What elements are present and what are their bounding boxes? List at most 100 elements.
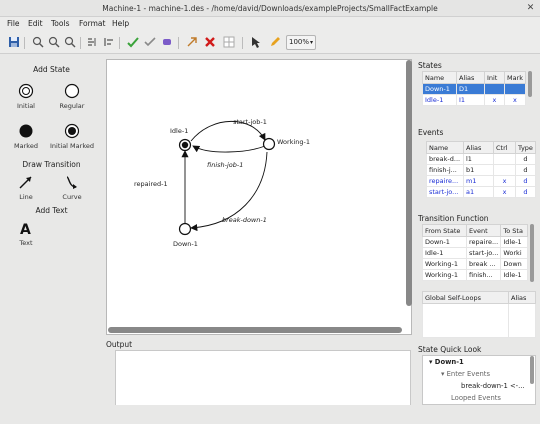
events-table[interactable]: Name Alias Ctrl Type break-d... l1 d fin… (426, 141, 536, 198)
export-icon[interactable] (185, 36, 199, 50)
menu-edit[interactable]: Edit (28, 19, 43, 28)
transition-scrollbar[interactable] (530, 224, 534, 282)
events-cell-ctrl: x (493, 186, 516, 198)
quick-look-looped[interactable]: Looped Events (451, 394, 501, 402)
table-row[interactable]: Down-1 D1 (422, 83, 527, 95)
events-cell-alias: l1 (463, 153, 494, 165)
zoom-select[interactable]: 100% ▾ (286, 35, 316, 50)
events-title: Events (418, 128, 444, 137)
initial-marked-state-icon (64, 123, 80, 139)
text-icon: A (20, 222, 31, 236)
controllability-icon[interactable] (143, 36, 157, 50)
states-cell-alias: I1 (455, 94, 485, 106)
self-loops-empty (422, 303, 509, 338)
tool-initial-label: Initial (17, 102, 35, 110)
simulate-icon[interactable] (160, 36, 174, 50)
events-col-ctrl[interactable]: Ctrl (493, 141, 516, 154)
tools-panel: Add State Initial Regular Marked Initial… (0, 55, 103, 405)
events-cell-ctrl (493, 153, 516, 165)
transition-table[interactable]: From State Event To Sta Down-1 repaire..… (422, 224, 528, 281)
menu-format[interactable]: Format (79, 19, 106, 28)
tool-marked-state[interactable]: Marked (8, 123, 44, 150)
tool-curve[interactable]: Curve (54, 174, 90, 201)
events-col-alias[interactable]: Alias (463, 141, 494, 154)
tool-initial-marked-state[interactable]: Initial Marked (50, 123, 94, 150)
events-col-name[interactable]: Name (426, 141, 464, 154)
toolbar (0, 32, 540, 54)
add-text-title: Add Text (35, 206, 68, 215)
events-cell-alias: a1 (463, 186, 494, 198)
events-col-type[interactable]: Type (515, 141, 536, 154)
grid-icon[interactable] (222, 36, 236, 50)
states-scrollbar[interactable] (528, 71, 532, 97)
states-col-name[interactable]: Name (422, 71, 457, 84)
zoom-in-icon[interactable] (31, 36, 45, 50)
status-bar (0, 405, 540, 424)
table-row[interactable]: break-d... l1 d (426, 153, 536, 165)
table-row[interactable]: Working-1 finish... Idle-1 (422, 269, 528, 281)
table-row[interactable]: Working-1 break ... Down (422, 258, 528, 270)
diagram-canvas[interactable]: Idle-1 Working-1 Down-1 start-job-1 fini… (106, 59, 412, 335)
quick-look-enter-event[interactable]: break-down-1 <-... (461, 382, 525, 390)
quick-look-enter[interactable]: ▾ Enter Events (441, 370, 490, 378)
self-loops-col-name[interactable]: Global Self-Loops (422, 291, 509, 304)
states-table[interactable]: Name Alias Init Mark Down-1 D1 Idle-1 I1… (422, 71, 527, 106)
transition-col-from[interactable]: From State (422, 224, 467, 237)
tool-regular-state[interactable]: Regular (54, 83, 90, 110)
canvas-vertical-scrollbar[interactable] (406, 60, 412, 306)
menu-tools[interactable]: Tools (51, 19, 70, 28)
states-col-alias[interactable]: Alias (455, 71, 485, 84)
output-area[interactable] (115, 350, 411, 406)
save-icon[interactable] (7, 36, 21, 50)
table-row[interactable]: finish-j... b1 d (426, 164, 536, 176)
quick-look-title: State Quick Look (418, 345, 482, 354)
zoom-out-icon[interactable] (47, 36, 61, 50)
table-row[interactable]: Idle-1 start-jo... Worki (422, 247, 528, 259)
events-cell-name: finish-j... (426, 164, 464, 176)
delete-icon[interactable] (203, 36, 217, 50)
curve-icon (66, 176, 77, 189)
zoom-fit-icon[interactable] (63, 36, 77, 50)
self-loops-table[interactable]: Global Self-Loops Alias (422, 291, 536, 338)
transition-cell-to: Idle-1 (500, 269, 528, 281)
table-row[interactable]: repaire... m1 x d (426, 175, 536, 187)
self-loops-empty (508, 303, 536, 338)
marked-state-icon (19, 124, 33, 138)
table-row[interactable]: Down-1 repaire... Idle-1 (422, 236, 528, 248)
edge-start-job (190, 121, 266, 142)
states-col-init[interactable]: Init (483, 71, 505, 84)
transition-col-event[interactable]: Event (465, 224, 502, 237)
tool-initial-state[interactable]: Initial (8, 83, 44, 110)
self-loops-col-alias[interactable]: Alias (508, 291, 536, 304)
menu-file[interactable]: File (7, 19, 20, 28)
states-col-mark[interactable]: Mark (503, 71, 527, 84)
align-icon[interactable] (102, 36, 116, 50)
table-row[interactable]: start-jo... a1 x d (426, 186, 536, 198)
regular-state-icon (64, 83, 80, 99)
layout-icon[interactable] (86, 36, 100, 50)
quick-look-tree[interactable]: ▾ Down-1 ▾ Enter Events break-down-1 <-.… (422, 355, 536, 405)
edge-finish-job (192, 145, 266, 153)
transition-cell-from: Working-1 (422, 258, 467, 270)
quick-look-state[interactable]: ▾ Down-1 (429, 358, 464, 366)
window-close-icon[interactable]: ✕ (526, 3, 535, 13)
window-title: Machine-1 - machine-1.des - /home/david/… (102, 4, 438, 13)
canvas-horizontal-scrollbar[interactable] (108, 327, 402, 333)
tool-text[interactable]: A Text (8, 220, 44, 247)
events-cell-name: start-jo... (426, 186, 464, 198)
pencil-icon[interactable] (268, 36, 282, 50)
check-icon[interactable] (126, 36, 140, 50)
expand-arrow-icon: ▾ (429, 358, 433, 366)
events-cell-type: d (515, 153, 536, 165)
tool-marked-label: Marked (14, 142, 38, 150)
state-working (262, 137, 276, 151)
transition-cell-to: Worki (500, 247, 528, 259)
select-pointer-icon[interactable] (249, 36, 263, 50)
transition-col-to[interactable]: To Sta (500, 224, 528, 237)
edge-label-finish-job: finish-job-1 (207, 161, 243, 169)
menu-help[interactable]: Help (112, 19, 130, 28)
quick-look-scrollbar[interactable] (530, 356, 534, 384)
table-row[interactable]: Idle-1 I1 x x (422, 94, 527, 106)
tool-line[interactable]: Line (8, 174, 44, 201)
transition-cell-event: start-jo... (465, 247, 502, 259)
